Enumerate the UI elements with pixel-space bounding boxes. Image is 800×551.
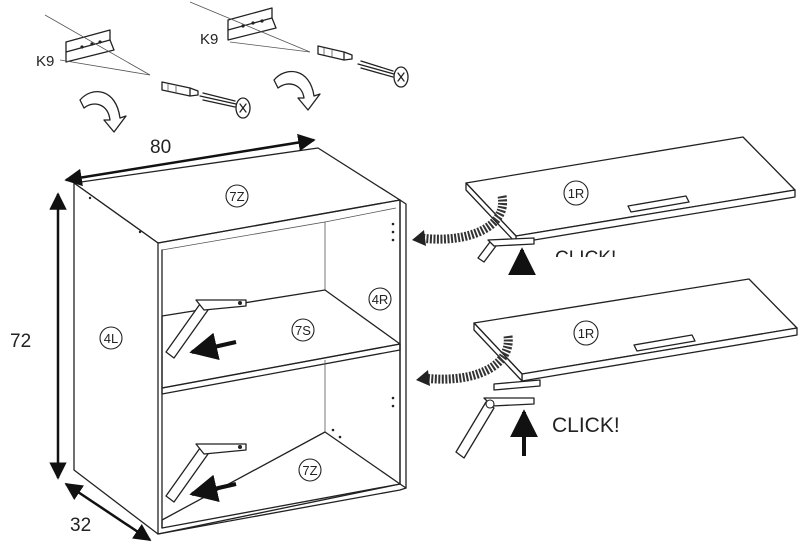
wall-plug-left [161, 81, 199, 97]
dimension-line-width [64, 133, 316, 187]
bracket-left-label: K9 [36, 53, 54, 70]
lift-mechanism-upper [165, 299, 247, 359]
hinge-plate-lower [493, 379, 541, 391]
curved-arrow-upper [412, 195, 508, 246]
dimension-depth-label: 32 [70, 515, 91, 536]
door-lower [473, 278, 798, 382]
click-label-upper: CLICK! [555, 248, 616, 269]
lift-mechanism-lower [165, 443, 247, 503]
insert-arrow-upper [189, 332, 237, 361]
door-handle-lower [633, 334, 696, 352]
rotate-arrow-left [79, 91, 127, 133]
bracket-right [189, 1, 311, 53]
dimension-width-label: 80 [150, 137, 171, 158]
part-label-bottom: 7Z [302, 463, 317, 478]
click-label-lower: CLICK! [552, 414, 620, 437]
door-handle-upper [627, 195, 690, 213]
rotate-arrow-right [273, 71, 321, 111]
hinge-lower [455, 397, 535, 459]
dimension-height-label: 72 [10, 331, 31, 352]
part-label-door-upper: 1R [568, 186, 585, 201]
screw-left [199, 92, 251, 119]
bracket-right-label: K9 [200, 31, 218, 48]
hinge-upper [477, 237, 535, 263]
dimension-line-depth [64, 482, 152, 542]
insert-arrow-lower [189, 474, 237, 503]
bracket-left [44, 14, 151, 76]
curved-arrow-lower [416, 335, 513, 386]
part-label-right-side: 4R [372, 292, 389, 307]
screw-right [357, 60, 409, 88]
wall-plug-right [317, 45, 353, 61]
part-label-door-lower: 1R [578, 326, 595, 341]
part-label-shelf: 7S [295, 323, 311, 338]
part-label-top: 7Z [229, 189, 244, 204]
part-label-left-side: 4L [104, 331, 118, 346]
door-upper [465, 136, 796, 244]
